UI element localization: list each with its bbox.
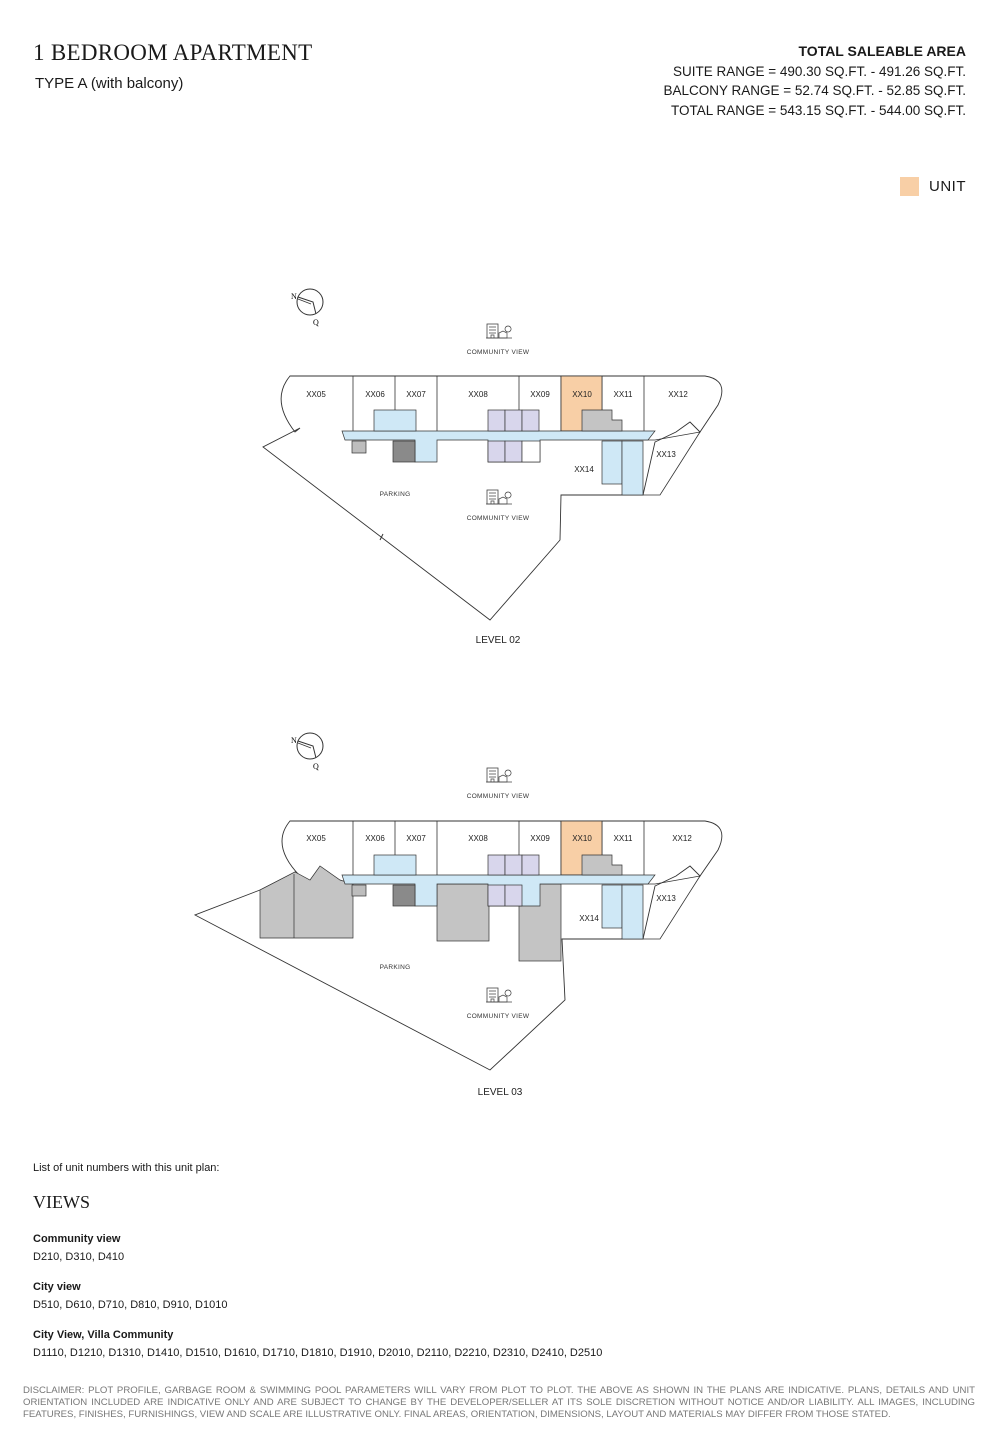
unit-label: XX06 <box>365 834 385 843</box>
parking-label: PARKING <box>380 964 411 971</box>
view-label-bottom: COMMUNITY VIEW <box>467 1013 530 1020</box>
view-group-name: City View, Villa Community <box>33 1329 174 1341</box>
unit-label: XX06 <box>365 390 385 399</box>
unit-label: XX11 <box>614 390 634 399</box>
views-title: VIEWS <box>33 1192 90 1212</box>
view-group-name: Community view <box>33 1233 121 1245</box>
plan-level-02: N Q COMMUNITY VIEW XX05 XX <box>262 288 723 646</box>
disclaimer: DISCLAIMER: PLOT PROFILE, GARBAGE ROOM &… <box>23 1385 975 1420</box>
unit-label: XX08 <box>468 834 488 843</box>
unit-label: XX13 <box>656 450 676 459</box>
view-label-top: COMMUNITY VIEW <box>467 793 530 800</box>
view-group: Community view D210, D310, D410 <box>33 1230 124 1266</box>
building-icon <box>485 323 513 339</box>
view-label-bottom: COMMUNITY VIEW <box>467 515 530 522</box>
unit-label: XX07 <box>406 834 426 843</box>
unit-label: XX05 <box>306 390 326 399</box>
unit-swatch <box>900 177 919 196</box>
compass-icon: N Q <box>291 732 324 771</box>
unit-label: XX05 <box>306 834 326 843</box>
total-range: TOTAL RANGE = 543.15 SQ.FT. - 544.00 SQ.… <box>671 102 966 118</box>
saleable-area: TOTAL SALEABLE AREA SUITE RANGE = 490.30… <box>664 42 967 120</box>
level-label: LEVEL 02 <box>476 635 521 646</box>
unit-label: XX13 <box>656 894 676 903</box>
unit-label: XX09 <box>530 834 550 843</box>
unit-label: XX12 <box>668 390 688 399</box>
unit-label: XX12 <box>672 834 692 843</box>
unit-label: XX07 <box>406 390 426 399</box>
view-group-name: City view <box>33 1281 81 1293</box>
view-group: City view D510, D610, D710, D810, D910, … <box>33 1278 227 1314</box>
level-label: LEVEL 03 <box>478 1087 523 1098</box>
balcony-range: BALCONY RANGE = 52.74 SQ.FT. - 52.85 SQ.… <box>663 83 967 98</box>
legend-label: UNIT <box>929 178 966 195</box>
plan-level-03: N Q COMMUNITY VIEW <box>193 732 723 1098</box>
view-group-units: D1110, D1210, D1310, D1410, D1510, D1610… <box>33 1347 603 1359</box>
unit-label: XX10 <box>572 390 592 399</box>
svg-text:N: N <box>291 292 297 301</box>
unit-label: XX10 <box>572 834 592 843</box>
legend: UNIT <box>900 177 966 196</box>
unit-list-heading: List of unit numbers with this unit plan… <box>33 1162 220 1174</box>
view-group: City View, Villa Community D1110, D1210,… <box>33 1326 602 1362</box>
view-label-top: COMMUNITY VIEW <box>467 349 530 356</box>
svg-text:N: N <box>291 736 297 745</box>
unit-label: XX14 <box>574 465 594 474</box>
view-group-units: D210, D310, D410 <box>33 1251 125 1263</box>
svg-text:Q: Q <box>313 762 319 771</box>
unit-label: XX14 <box>579 914 599 923</box>
unit-type: TYPE A (with balcony) <box>35 75 184 92</box>
suite-range: SUITE RANGE = 490.30 SQ.FT. - 491.26 SQ.… <box>673 63 966 79</box>
parking-label: PARKING <box>380 491 411 498</box>
svg-text:Q: Q <box>313 318 319 327</box>
page-title: 1 BEDROOM APARTMENT <box>33 40 313 65</box>
compass-icon: N Q <box>291 288 324 327</box>
building-icon <box>485 767 513 783</box>
unit-label: XX11 <box>614 834 634 843</box>
view-group-units: D510, D610, D710, D810, D910, D1010 <box>33 1299 228 1311</box>
unit-label: XX09 <box>530 390 550 399</box>
unit-label: XX08 <box>468 390 488 399</box>
area-heading: TOTAL SALEABLE AREA <box>798 43 967 59</box>
